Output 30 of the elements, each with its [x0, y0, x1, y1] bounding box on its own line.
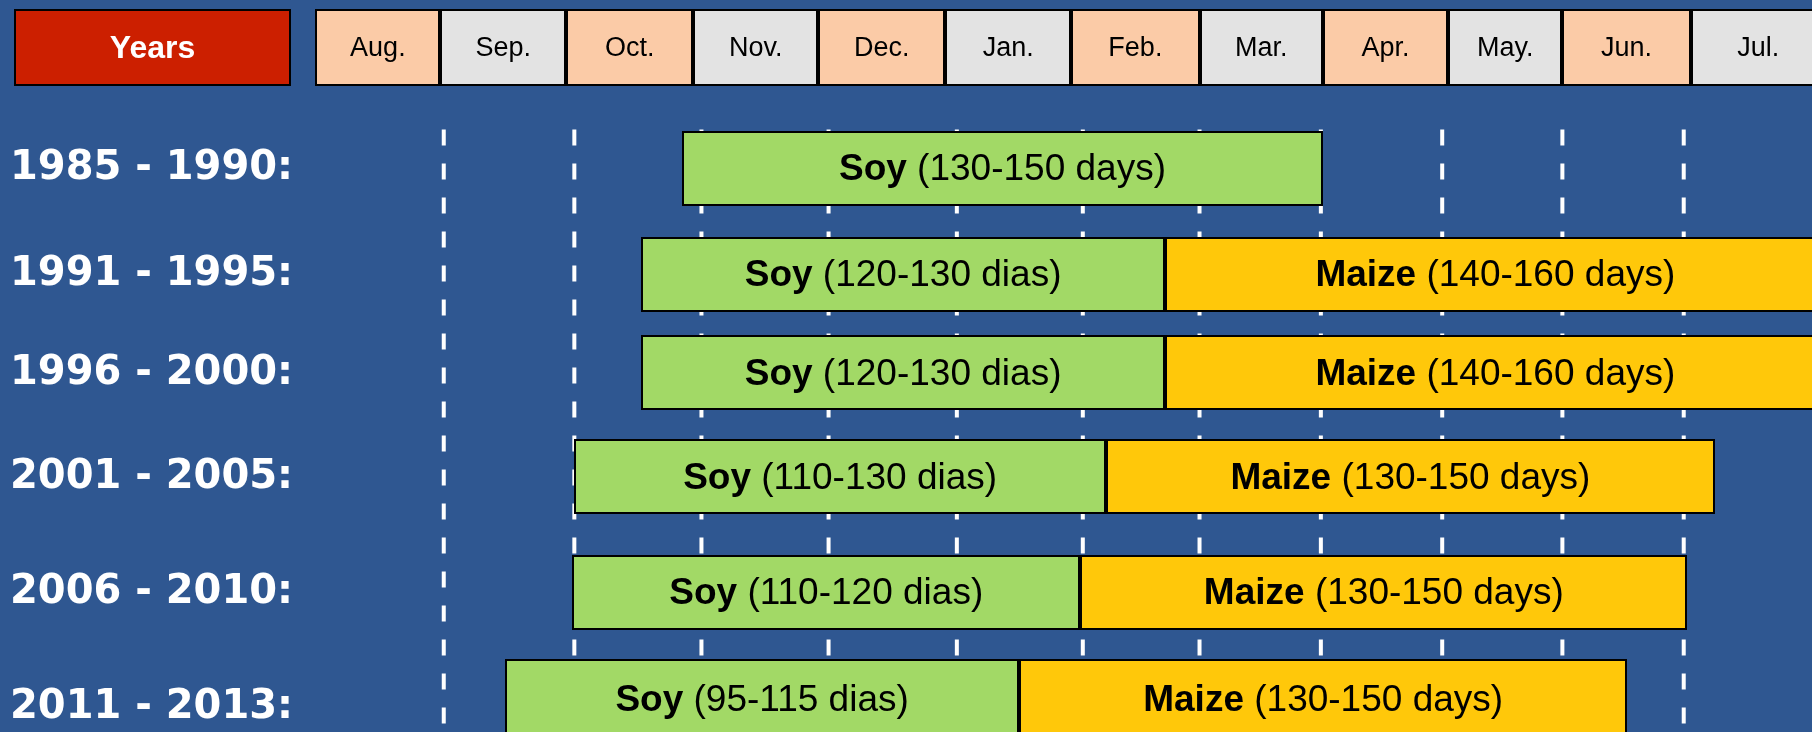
maize-season-bar: Maize (130-150 days)	[1019, 658, 1628, 732]
maize-season-bar: Maize (140-160 days)	[1164, 335, 1812, 411]
year-range-label: 2006 - 2010:	[10, 566, 294, 613]
month-cell: Apr.	[1323, 9, 1448, 86]
soy-season-bar: Soy (110-130 dias)	[574, 439, 1106, 515]
month-cell: Oct.	[566, 9, 694, 86]
month-cell: Jun.	[1562, 9, 1691, 86]
month-cell: Feb.	[1071, 9, 1200, 86]
month-cell: Sep.	[440, 9, 567, 86]
month-cell: May.	[1447, 9, 1563, 86]
year-range-label: 1996 - 2000:	[10, 346, 294, 393]
year-range-label: 2011 - 2013:	[10, 681, 294, 728]
month-cell: Jan.	[945, 9, 1072, 86]
soy-season-bar: Soy (95-115 dias)	[505, 658, 1020, 732]
maize-season-bar: Maize (140-160 days)	[1164, 236, 1812, 312]
month-cell: Nov.	[693, 9, 819, 86]
year-range-label: 2001 - 2005:	[10, 450, 294, 497]
soy-season-bar: Soy (120-130 dias)	[641, 236, 1165, 312]
year-range-label: 1991 - 1995:	[10, 248, 294, 295]
header-cell: Years	[13, 9, 292, 86]
soy-season-bar: Soy (130-150 days)	[681, 130, 1324, 206]
month-cell: Jul.	[1690, 9, 1812, 86]
soy-season-bar: Soy (110-120 dias)	[572, 554, 1081, 630]
maize-season-bar: Maize (130-150 days)	[1105, 439, 1715, 515]
maize-season-bar: Maize (130-150 days)	[1080, 554, 1688, 630]
month-cell: Dec.	[818, 9, 946, 86]
soy-season-bar: Soy (120-130 dias)	[641, 335, 1165, 411]
year-range-label: 1985 - 1990:	[10, 142, 294, 189]
month-cell: Aug.	[315, 9, 441, 86]
month-cell: Mar.	[1199, 9, 1324, 86]
